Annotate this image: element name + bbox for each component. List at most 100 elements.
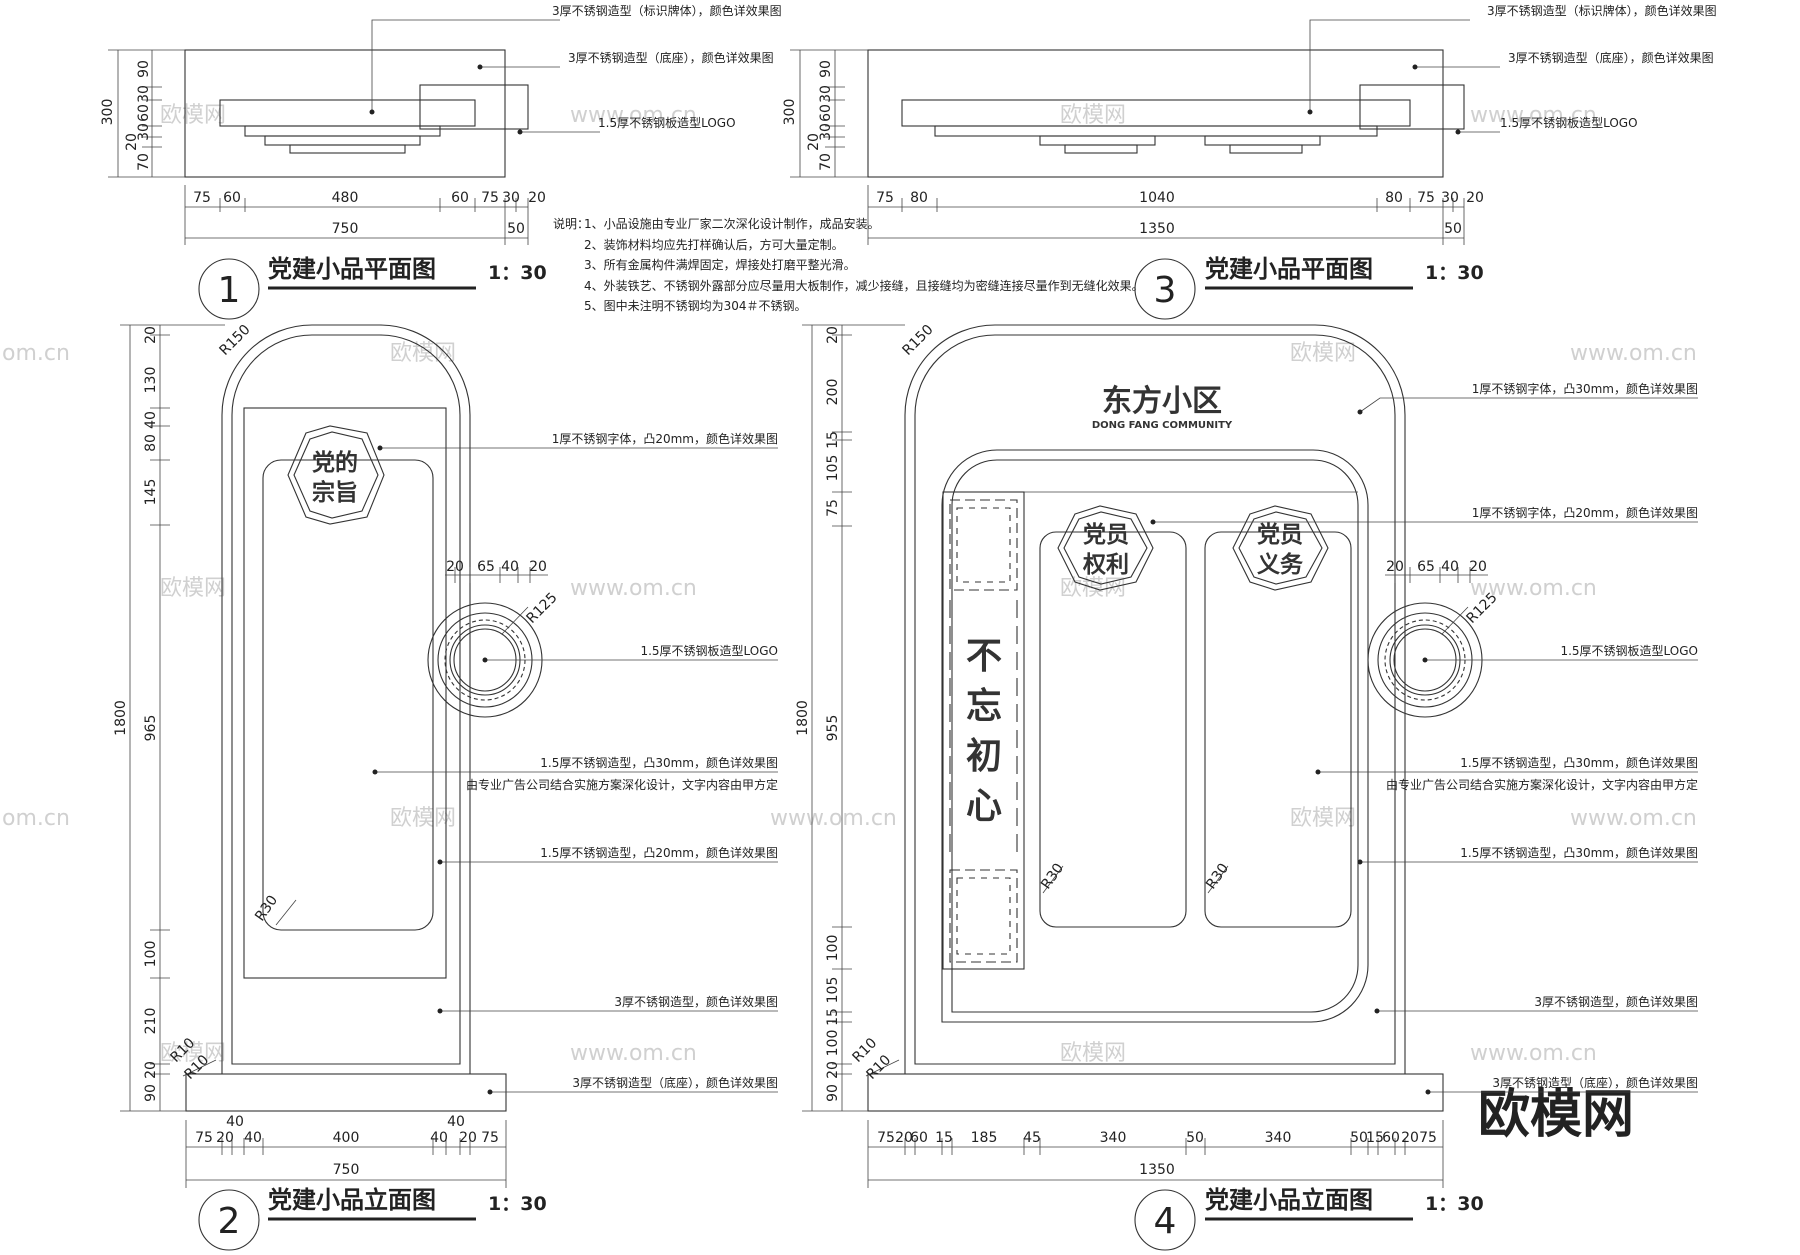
drawing-scale: 1：30	[1425, 1193, 1484, 1215]
sign-inner-outline	[914, 334, 1396, 1065]
content-panel	[262, 459, 434, 931]
sign-outer-outline	[904, 324, 1406, 1074]
base-foot-plan	[289, 144, 406, 154]
content-panel-2	[1204, 531, 1352, 928]
watermark-layer: 欧模网 欧模网 欧模网 欧模网 欧模网 欧模网 欧模网 欧模网 欧模网 欧模网 …	[2, 103, 1697, 1145]
callout-text: 1.5厚不锈钢造型，凸30mm，颜色详效果图	[1460, 755, 1698, 770]
note-item: 4、外装铁艺、不锈钢外露部分应尽量用大板制作，减少接缝，且接缝均为密缝连接尽量作…	[584, 278, 1144, 293]
watermark-logo: 欧模网	[1290, 806, 1356, 831]
dim-total-depth: 300	[782, 99, 798, 126]
dim-label: 60	[910, 1130, 928, 1146]
notes-heading: 说明：	[553, 216, 589, 231]
callout-base: 3厚不锈钢造型（底座），颜色详效果图	[1508, 50, 1714, 65]
dim-label: 200	[825, 379, 841, 406]
dim-label: 20	[529, 559, 547, 575]
hex-text-line: 党员	[1257, 522, 1303, 548]
dim-label: 40	[430, 1130, 448, 1146]
drawing-scale: 1：30	[488, 1193, 547, 1215]
watermark-url: www.om.cn	[1470, 576, 1597, 601]
radius-label: R30	[1038, 861, 1067, 893]
sign-body-plan	[219, 99, 476, 127]
watermark-url: www.om.cn	[770, 806, 897, 831]
dim-label: 955	[825, 715, 841, 742]
watermark-url-partial: om.cn	[2, 341, 70, 366]
dim-label: 20	[1401, 1130, 1419, 1146]
dim-label: 50	[507, 221, 525, 237]
callout-logo: 1.5厚不锈钢板造型LOGO	[598, 116, 736, 130]
logo-dimensions	[1385, 567, 1488, 583]
view-number-circle	[198, 258, 260, 320]
dim-label: 90	[143, 1084, 159, 1102]
dim-label: 65	[477, 559, 495, 575]
lattice-pattern-bottom	[949, 869, 1018, 963]
dim-label: 965	[143, 715, 159, 742]
callout-text: 1.5厚不锈钢造型，凸30mm，颜色详效果图	[540, 755, 778, 770]
dim-label: 30	[818, 123, 834, 141]
horizontal-dimensions	[867, 185, 1465, 245]
note-item: 2、装饰材料均应先打样确认后，方可大量定制。	[584, 237, 844, 252]
dim-label: 45	[1023, 1130, 1041, 1146]
dim-label: 75	[481, 190, 499, 206]
sign-inner-outline	[231, 334, 461, 1065]
dim-label: 340	[1100, 1130, 1127, 1146]
dim-label: 20	[216, 1130, 234, 1146]
dim-label: 90	[818, 60, 834, 78]
plan-outline	[867, 49, 1444, 178]
leader-lines	[182, 445, 778, 1095]
callout-text: 1.5厚不锈钢造型，凸30mm，颜色详效果图	[1460, 845, 1698, 860]
dim-label: 1040	[1139, 190, 1175, 206]
callout-text: 3厚不锈钢造型，颜色详效果图	[1534, 994, 1698, 1009]
watermark-logo: 欧模网	[1060, 103, 1126, 128]
logo-disc-plan	[1359, 84, 1465, 130]
logo-dimensions	[445, 567, 548, 583]
panel-frame	[941, 449, 1369, 1023]
callout-text: 1.5厚不锈钢板造型LOGO	[640, 644, 778, 658]
hex-badge	[287, 425, 385, 525]
drawing-scale: 1：30	[488, 262, 547, 284]
base-elevation	[185, 1073, 507, 1112]
dim-label: 105	[825, 977, 841, 1004]
horizontal-dimensions	[867, 1120, 1444, 1188]
dim-label: 50	[1186, 1130, 1204, 1146]
dim-label: 75	[1417, 190, 1435, 206]
dim-label: 40	[447, 1114, 465, 1130]
dim-label: 145	[143, 479, 159, 506]
callout-sign-body: 3厚不锈钢造型（标识牌体），颜色详效果图	[552, 3, 782, 18]
lattice-pattern-bottom-inner	[956, 877, 1011, 955]
watermark-logo: 欧模网	[1060, 1041, 1126, 1066]
watermark-url-partial: om.cn	[2, 806, 70, 831]
hex-text-line: 党员	[1083, 522, 1129, 548]
panel-frame	[243, 407, 447, 979]
dim-label: 60	[136, 104, 152, 122]
dim-label: 65	[1417, 559, 1435, 575]
dim-label: 80	[143, 434, 159, 452]
radius-label: R150	[900, 322, 937, 359]
dim-label: 15	[1366, 1130, 1384, 1146]
dim-label: 75	[193, 190, 211, 206]
dim-label: 40	[143, 411, 159, 429]
hex-badge-inner	[293, 431, 379, 519]
dim-label: 15	[825, 1008, 841, 1026]
dim-label: 185	[971, 1130, 998, 1146]
base-plan	[934, 125, 1378, 137]
hex-badge	[1057, 505, 1154, 591]
callout-text: 由专业广告公司结合实施方案深化设计，文字内容由甲方定	[1386, 777, 1698, 792]
plan-view-left: 3厚不锈钢造型（标识牌体），颜色详效果图 3厚不锈钢造型（底座），颜色详效果图 …	[100, 3, 782, 320]
dim-label: 50	[1444, 221, 1462, 237]
dim-label: 70	[818, 153, 834, 171]
hex-badge-inner	[1238, 511, 1323, 585]
callout-text: 1.5厚不锈钢板造型LOGO	[1560, 644, 1698, 658]
horizontal-dimensions	[184, 185, 529, 245]
callout-sign-body: 3厚不锈钢造型（标识牌体），颜色详效果图	[1487, 3, 1717, 18]
dim-total-width: 1350	[1139, 221, 1175, 237]
leader-lines	[1307, 19, 1500, 135]
dim-label: 480	[332, 190, 359, 206]
general-notes: 说明： 1、小品设施由专业厂家二次深化设计制作，成品安装。 2、装饰材料均应先打…	[553, 216, 1144, 313]
watermark-url: www.om.cn	[570, 1041, 697, 1066]
plan-outline	[184, 49, 506, 178]
dim-label: 20	[1386, 559, 1404, 575]
plan-view-right: 3厚不锈钢造型（标识牌体），颜色详效果图 3厚不锈钢造型（底座），颜色详效果图 …	[782, 3, 1717, 320]
dim-total-width: 750	[333, 1162, 360, 1178]
dim-label: 75	[481, 1130, 499, 1146]
dim-label: 75	[877, 1130, 895, 1146]
